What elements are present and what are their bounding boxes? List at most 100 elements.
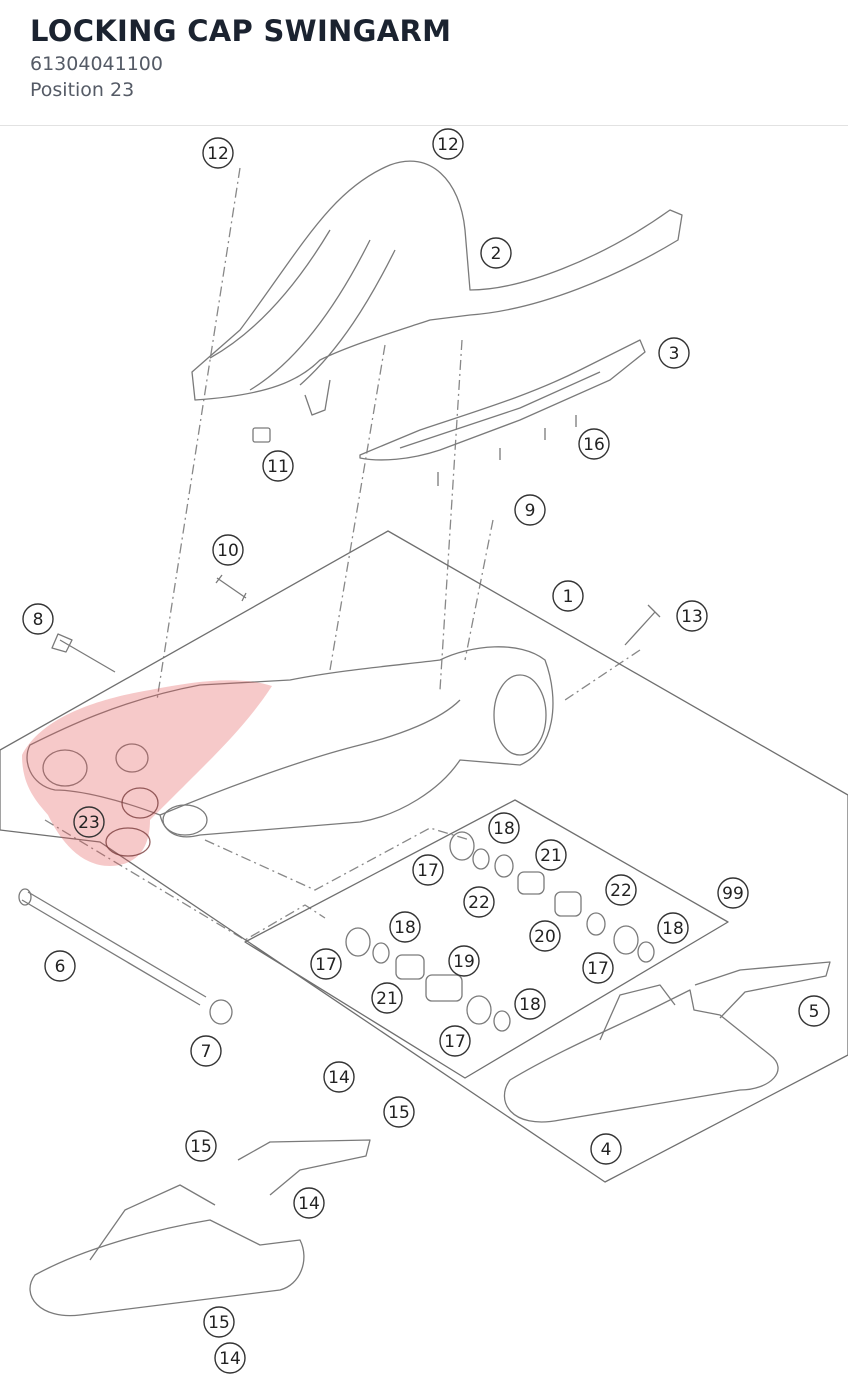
callout-circle (590, 1133, 622, 1165)
callout-15[interactable]: 15 (383, 1096, 415, 1128)
callout-4[interactable]: 4 (590, 1133, 622, 1165)
bearing-kit-parts (345, 831, 655, 1032)
callout-label: 8 (33, 610, 44, 630)
callout-18[interactable]: 18 (488, 812, 520, 844)
callout-21[interactable]: 21 (535, 839, 567, 871)
callout-99[interactable]: 99 (717, 877, 749, 909)
callout-label: 15 (388, 1103, 410, 1123)
leader-lines (44, 167, 641, 941)
callout-circle (658, 337, 690, 369)
callout-circle (383, 1096, 415, 1128)
callout-label: 20 (534, 927, 556, 947)
callout-12[interactable]: 12 (432, 128, 464, 160)
callout-13[interactable]: 13 (676, 600, 708, 632)
callout-label: 9 (525, 501, 536, 521)
callout-circle (798, 995, 830, 1027)
callout-circle (717, 877, 749, 909)
callout-label: 3 (669, 344, 680, 364)
callout-label: 22 (610, 881, 632, 901)
callout-circle (605, 874, 637, 906)
callout-circle (514, 494, 546, 526)
callout-9[interactable]: 9 (514, 494, 546, 526)
callout-circle (323, 1061, 355, 1093)
callout-circle (676, 600, 708, 632)
callout-label: 99 (722, 884, 744, 904)
chain-slider-lower (29, 1219, 305, 1317)
callout-label: 7 (201, 1042, 212, 1062)
callout-18[interactable]: 18 (657, 912, 689, 944)
callout-label: 16 (583, 435, 605, 455)
callout-17[interactable]: 17 (412, 854, 444, 886)
callout-circle (22, 603, 54, 635)
swingarm-part (26, 646, 554, 838)
callout-6[interactable]: 6 (44, 950, 76, 982)
callout-circle (463, 886, 495, 918)
callout-circle (389, 911, 421, 943)
callout-11[interactable]: 11 (262, 450, 294, 482)
callout-circle (657, 912, 689, 944)
callout-circle (190, 1035, 222, 1067)
highlight-locking-cap (22, 680, 272, 866)
callout-18[interactable]: 18 (514, 988, 546, 1020)
chain-guard-part (359, 339, 646, 461)
callout-label: 12 (437, 135, 459, 155)
callout-14[interactable]: 14 (214, 1342, 246, 1374)
callout-8[interactable]: 8 (22, 603, 54, 635)
callout-circle (185, 1130, 217, 1162)
callout-label: 10 (217, 541, 239, 561)
callout-circle (514, 988, 546, 1020)
callout-7[interactable]: 7 (190, 1035, 222, 1067)
callout-16[interactable]: 16 (578, 428, 610, 460)
callout-14[interactable]: 14 (323, 1061, 355, 1093)
callout-label: 22 (468, 893, 490, 913)
callout-circle (480, 237, 512, 269)
callout-circle (552, 580, 584, 612)
callout-circle (529, 920, 561, 952)
callout-circle (439, 1025, 471, 1057)
callout-label: 1 (563, 587, 574, 607)
callout-3[interactable]: 3 (658, 337, 690, 369)
callout-circle (44, 950, 76, 982)
callout-1[interactable]: 1 (552, 580, 584, 612)
callout-15[interactable]: 15 (203, 1306, 235, 1338)
callout-17[interactable]: 17 (310, 948, 342, 980)
callout-label: 14 (219, 1349, 241, 1369)
callout-10[interactable]: 10 (212, 534, 244, 566)
callout-circle (310, 948, 342, 980)
callout-18[interactable]: 18 (389, 911, 421, 943)
callout-22[interactable]: 22 (605, 874, 637, 906)
callout-circle (582, 952, 614, 984)
callout-23[interactable]: 23 (73, 806, 105, 838)
callout-circle (488, 812, 520, 844)
callout-2[interactable]: 2 (480, 237, 512, 269)
callout-22[interactable]: 22 (463, 886, 495, 918)
callout-15[interactable]: 15 (185, 1130, 217, 1162)
callout-label: 11 (267, 457, 289, 477)
callout-label: 18 (519, 995, 541, 1015)
callout-label: 21 (540, 846, 562, 866)
callout-21[interactable]: 21 (371, 982, 403, 1014)
callout-19[interactable]: 19 (448, 945, 480, 977)
header: LOCKING CAP SWINGARM 61304041100 Positio… (0, 0, 848, 126)
callout-label: 2 (491, 244, 502, 264)
callout-label: 18 (394, 918, 416, 938)
assembly-box-99 (244, 799, 729, 1079)
callout-20[interactable]: 20 (529, 920, 561, 952)
callout-17[interactable]: 17 (439, 1025, 471, 1057)
callout-label: 17 (444, 1032, 466, 1052)
axle-part (21, 891, 207, 1006)
clip-part-11 (252, 427, 271, 443)
callout-label: 18 (493, 819, 515, 839)
callout-circle (214, 1342, 246, 1374)
callout-12[interactable]: 12 (202, 137, 234, 169)
callout-label: 19 (453, 952, 475, 972)
callout-label: 4 (601, 1140, 612, 1160)
callout-5[interactable]: 5 (798, 995, 830, 1027)
chain-slider-part (503, 989, 779, 1123)
callout-17[interactable]: 17 (582, 952, 614, 984)
callout-circle (212, 534, 244, 566)
callout-14[interactable]: 14 (293, 1187, 325, 1219)
